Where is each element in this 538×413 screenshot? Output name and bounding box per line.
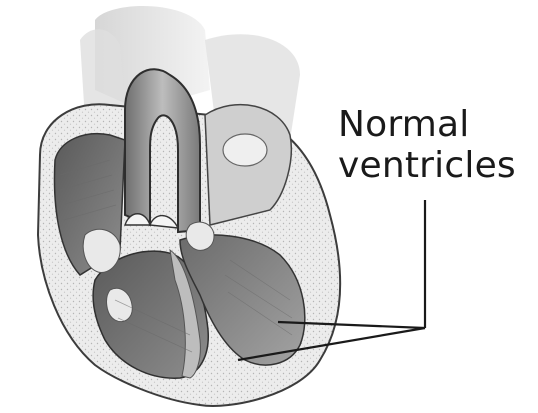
label-line-1: Normal — [338, 104, 516, 145]
label-line-2: ventricles — [338, 145, 516, 186]
ventricles-label: Normal ventricles — [338, 104, 516, 186]
valve-orifice — [223, 134, 267, 166]
